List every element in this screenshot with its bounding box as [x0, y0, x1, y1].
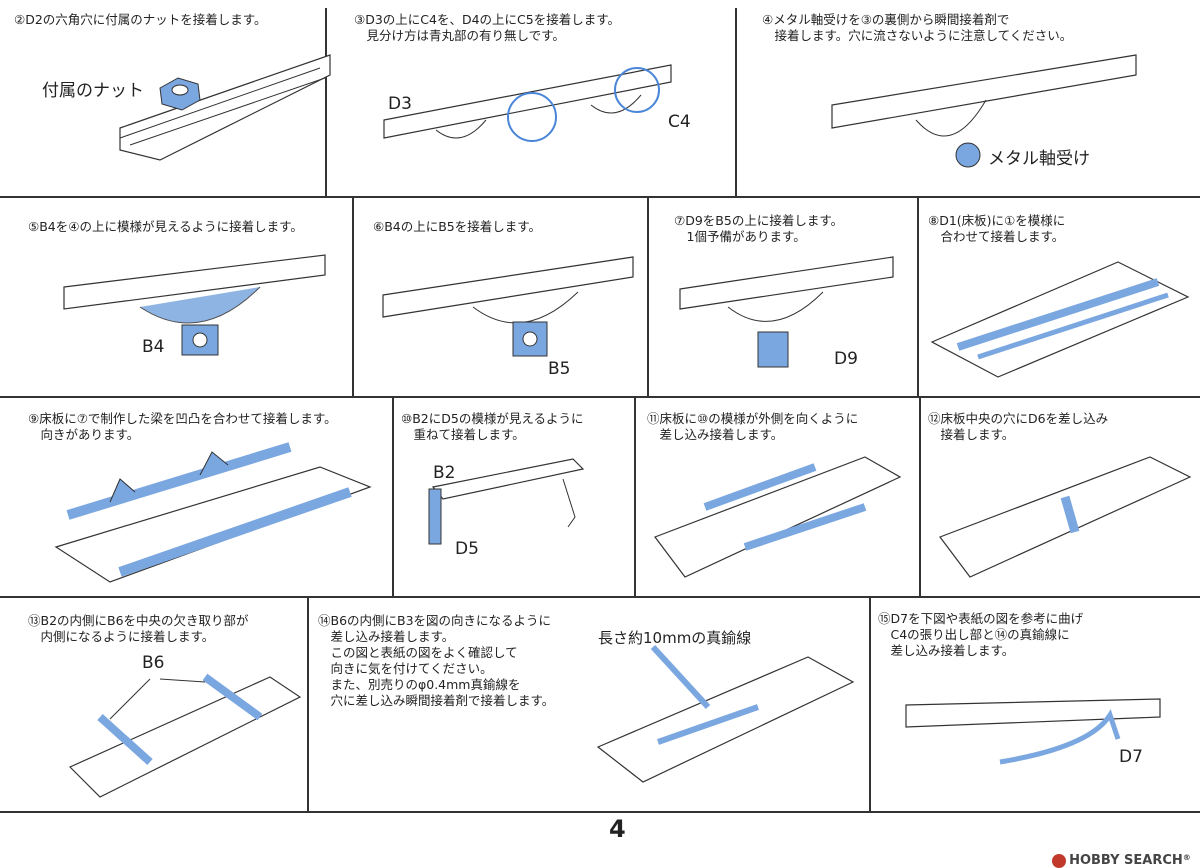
step-6-illustration — [382, 256, 634, 357]
watermark-brand: HOBBY SEARCH — [1069, 853, 1183, 868]
step-15-panel: ⑮D7を下図や表紙の図を参考に曲げ C4の張り出し部と⑭の真鍮線に 差し込み接着… — [870, 597, 1200, 811]
step-3-instruction: ③D3の上にC4を、D4の上にC5を接着します。 見分け方は青丸部の有り無しです… — [354, 12, 620, 43]
step-13-illustration — [68, 673, 302, 798]
divider — [0, 596, 1200, 598]
step-13-instruction: ⑬B2の内側にB6を中央の欠き取り部が 内側になるように接着します。 — [28, 613, 249, 644]
divider — [919, 396, 921, 596]
step-5-illustration — [63, 254, 326, 356]
step-5-label-b4: B4 — [142, 337, 165, 357]
watermark: HOBBY SEARCH® — [1043, 838, 1191, 868]
step-6-label-b5: B5 — [548, 359, 571, 379]
step-10-label-b2: B2 — [433, 463, 456, 483]
step-7-illustration — [679, 256, 894, 368]
step-12-instruction: ⑫床板中央の穴にD6を差し込み 接着します。 — [928, 411, 1109, 442]
watermark-logo-icon — [1052, 853, 1067, 868]
step-2-label-nut: 付属のナット — [42, 81, 144, 101]
step-3-illustration — [383, 64, 672, 142]
divider — [307, 596, 309, 811]
step-11-panel: ⑪床板に⑩の模様が外側を向くように 差し込み接着します。 — [635, 397, 919, 596]
divider — [0, 196, 1200, 198]
step-6-panel: ⑥B4の上にB5を接着します。 B5 — [353, 197, 647, 396]
step-11-instruction: ⑪床板に⑩の模様が外側を向くように 差し込み接着します。 — [647, 411, 859, 442]
step-10-instruction: ⑩B2にD5の模様が見えるように 重ねて接着します。 — [401, 411, 584, 442]
step-9-illustration — [54, 442, 372, 583]
step-6-instruction: ⑥B4の上にB5を接着します。 — [373, 219, 542, 234]
step-4-instruction: ④メタル軸受けを③の裏側から瞬間接着剤で 接着します。穴に流さないように注意して… — [762, 12, 1073, 43]
divider — [0, 811, 1200, 813]
step-4-illustration — [831, 54, 1137, 168]
step-8-panel: ⑧D1(床板)に①を模様に 合わせて接着します。 — [918, 197, 1200, 396]
divider — [634, 396, 636, 596]
step-11-illustration — [654, 456, 902, 578]
step-3-label-c4: C4 — [668, 112, 691, 132]
step-3-panel: ③D3の上にC4を、D4の上にC5を接着します。 見分け方は青丸部の有り無しです… — [326, 0, 735, 196]
step-3-label-d3: D3 — [388, 94, 412, 114]
step-10-illustration — [428, 458, 585, 545]
step-14-panel: ⑭B6の内側にB3を図の向きになるように 差し込み接着します。 この図と表紙の図… — [308, 597, 869, 811]
divider — [0, 396, 1200, 398]
divider — [869, 596, 871, 811]
step-14-label-wire: 長さ約10mmの真鍮線 — [598, 629, 752, 647]
step-10-label-d5: D5 — [455, 539, 479, 559]
step-10-panel: ⑩B2にD5の模様が見えるように 重ねて接着します。 B2 D5 — [393, 397, 634, 596]
step-7-label-d9: D9 — [834, 349, 858, 369]
step-5-panel: ⑤B4を④の上に模様が見えるように接着します。 B4 — [0, 197, 352, 396]
step-12-panel: ⑫床板中央の穴にD6を差し込み 接着します。 — [920, 397, 1200, 596]
step-2-instruction: ②D2の六角穴に付属のナットを接着します。 — [14, 12, 267, 27]
divider — [917, 196, 919, 396]
step-14-instruction: ⑭B6の内側にB3を図の向きになるように 差し込み接着します。 この図と表紙の図… — [318, 613, 555, 708]
step-4-label-bearing: メタル軸受け — [988, 149, 1090, 169]
step-13-label-b6: B6 — [142, 653, 165, 673]
step-2-panel: ②D2の六角穴に付属のナットを接着します。 付属のナット — [0, 0, 331, 196]
step-15-instruction: ⑮D7を下図や表紙の図を参考に曲げ C4の張り出し部と⑭の真鍮線に 差し込み接着… — [878, 611, 1084, 658]
step-7-panel: ⑦D9をB5の上に接着します。 1個予備があります。 D9 — [648, 197, 917, 396]
step-14-illustration — [596, 644, 855, 783]
step-15-illustration — [905, 698, 1161, 765]
divider — [735, 8, 737, 196]
divider — [647, 196, 649, 396]
step-9-panel: ⑨床板に⑦で制作した梁を凹凸を合わせて接着します。 向きがあります。 — [0, 397, 392, 596]
watermark-registered: ® — [1182, 853, 1191, 862]
step-8-illustration — [930, 261, 1190, 378]
step-8-instruction: ⑧D1(床板)に①を模様に 合わせて接着します。 — [928, 213, 1066, 244]
step-13-panel: ⑬B2の内側にB6を中央の欠き取り部が 内側になるように接着します。 B6 — [0, 597, 307, 811]
step-5-instruction: ⑤B4を④の上に模様が見えるように接着します。 — [28, 219, 303, 234]
step-15-label-d7: D7 — [1119, 747, 1143, 767]
divider — [352, 196, 354, 396]
page-number: 4 — [609, 815, 626, 843]
step-4-panel: ④メタル軸受けを③の裏側から瞬間接着剤で 接着します。穴に流さないように注意して… — [736, 0, 1200, 196]
divider — [392, 396, 394, 596]
step-7-instruction: ⑦D9をB5の上に接着します。 1個予備があります。 — [674, 213, 844, 244]
step-9-instruction: ⑨床板に⑦で制作した梁を凹凸を合わせて接着します。 向きがあります。 — [28, 411, 337, 442]
step-2-illustration — [119, 54, 331, 161]
divider — [325, 8, 327, 196]
step-12-illustration — [939, 456, 1192, 578]
